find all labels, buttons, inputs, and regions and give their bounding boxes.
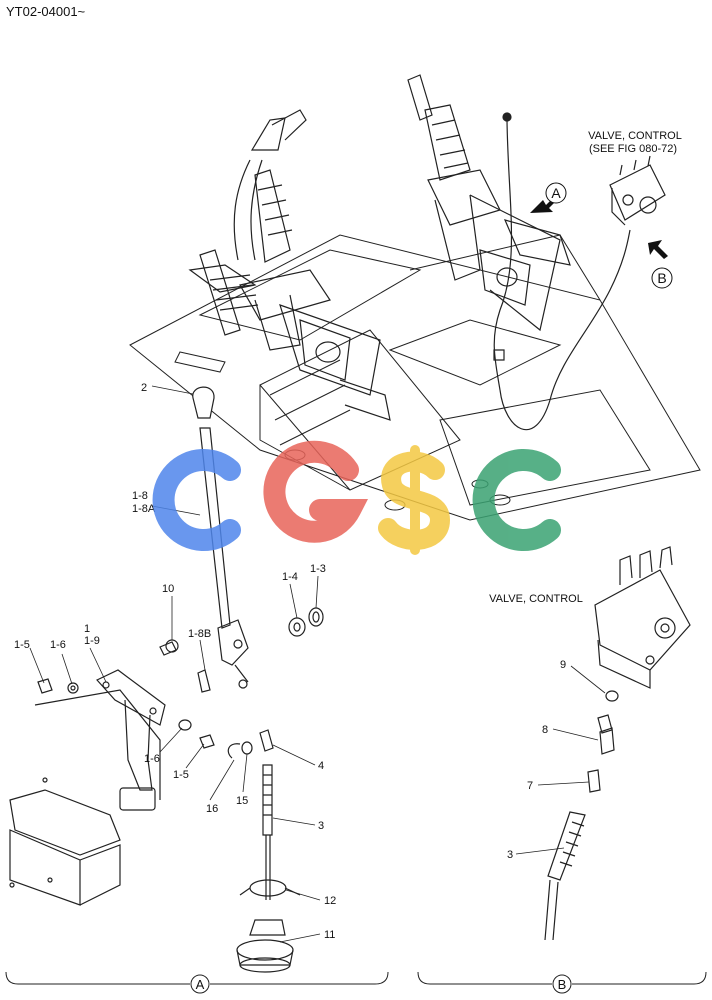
drawing-code: YT02-04001~ — [6, 4, 86, 19]
part-label-1-9: 1-9 — [84, 635, 100, 647]
valve-assembly-b — [544, 546, 691, 941]
part-label-3-a: 3 — [318, 820, 324, 832]
part-label-16: 16 — [206, 803, 218, 815]
part-label-10: 10 — [162, 583, 174, 595]
valve-callout-line2: (SEE FIG 080-72) — [589, 143, 677, 155]
left-joystick-assembly — [188, 109, 391, 421]
part-label-15: 15 — [236, 795, 248, 807]
part-label-7: 7 — [527, 780, 533, 792]
svg-text:A: A — [551, 185, 561, 201]
part-label-1-5-left: 1-5 — [14, 639, 30, 651]
valve-callout-line1: VALVE, CONTROL — [588, 130, 682, 142]
view-b-callout: B — [651, 267, 673, 289]
part-label-1-5-right: 1-5 — [173, 769, 189, 781]
control-valve-top — [609, 155, 666, 226]
part-label-3-b: 3 — [507, 849, 513, 861]
arrow-a-icon — [530, 198, 556, 213]
part-label-1-6-left: 1-6 — [50, 639, 66, 651]
arrow-b-icon — [648, 240, 668, 259]
part-label-2: 2 — [141, 382, 147, 394]
part-label-9: 9 — [560, 659, 566, 671]
view-a-label: A — [196, 977, 205, 992]
lever-assembly-a — [9, 386, 324, 973]
right-joystick-assembly — [407, 74, 631, 431]
part-label-1: 1 — [84, 623, 90, 635]
part-label-12: 12 — [324, 895, 336, 907]
cgsc-watermark-logo — [152, 440, 561, 555]
part-label-8: 8 — [542, 724, 548, 736]
part-label-1-6-right: 1-6 — [144, 753, 160, 765]
leader-lines — [29, 385, 606, 943]
part-label-11: 11 — [324, 929, 335, 941]
view-a-bracket — [5, 971, 389, 994]
view-b-label: B — [558, 977, 567, 992]
svg-text:B: B — [657, 270, 666, 286]
part-label-1-8a: 1-8A — [132, 503, 156, 515]
view-b-bracket — [417, 971, 707, 994]
view-a-callout: A — [545, 182, 567, 204]
part-labels: 2 1-8 1-8A 1-4 1-3 10 1-8B 1 1-9 1-5 1-6… — [14, 382, 566, 941]
part-label-1-8b: 1-8B — [188, 628, 211, 640]
part-label-1-8: 1-8 — [132, 490, 148, 502]
part-label-1-3: 1-3 — [310, 563, 326, 575]
valve-label-b: VALVE, CONTROL — [489, 593, 583, 605]
part-label-4: 4 — [318, 760, 324, 772]
part-label-1-4: 1-4 — [282, 571, 298, 583]
